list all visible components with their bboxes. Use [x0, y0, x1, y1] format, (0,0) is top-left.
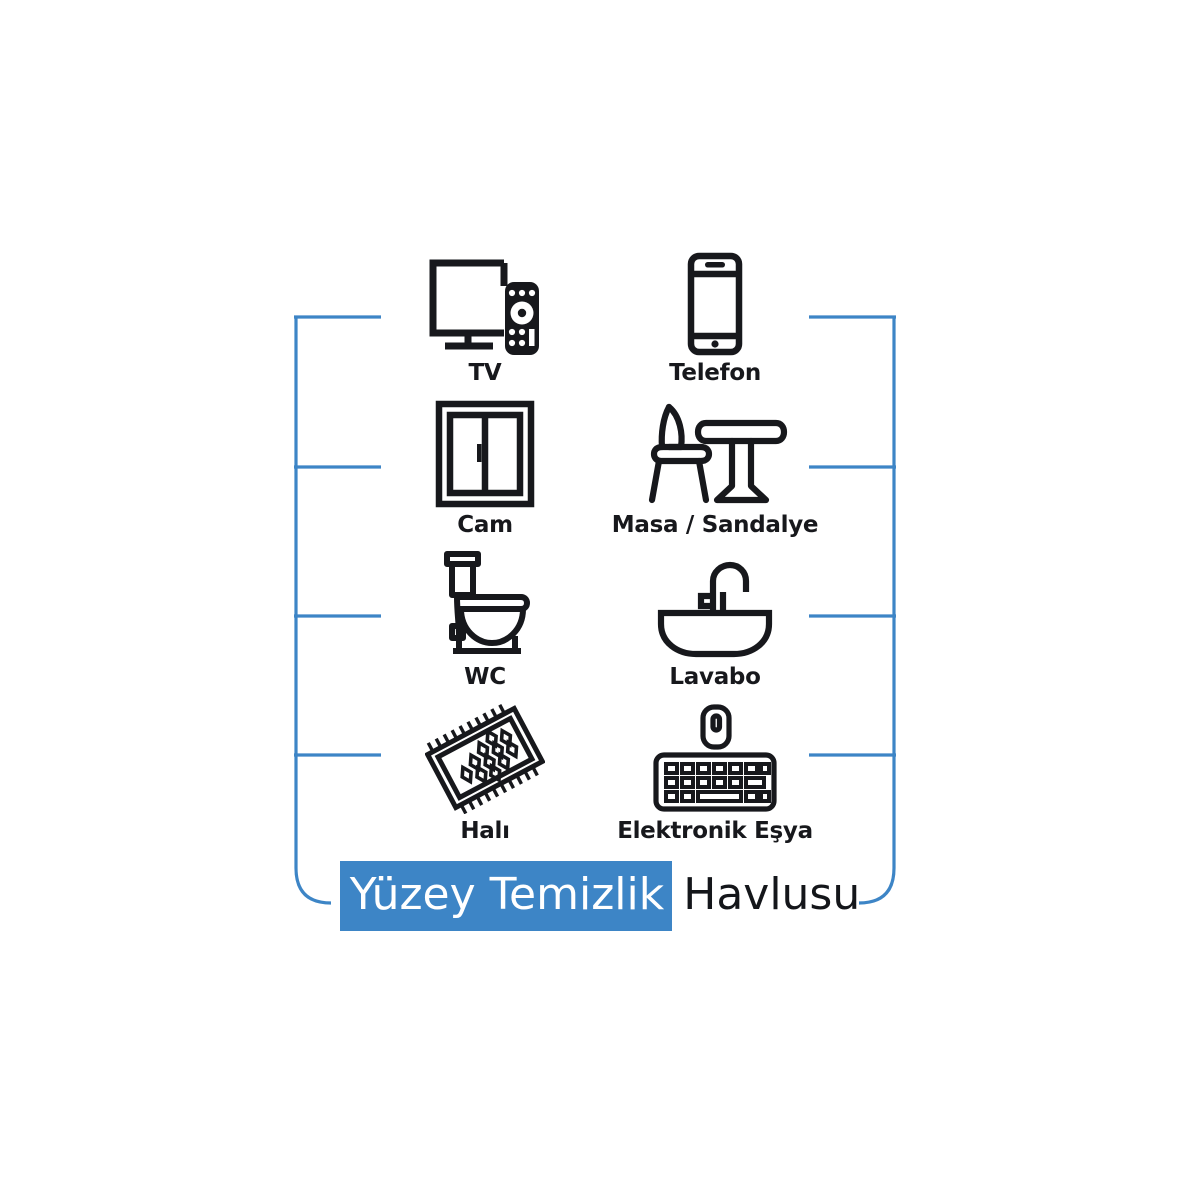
- left-bracket-spine: [294, 317, 332, 905]
- surface-item-label: Cam: [457, 512, 513, 538]
- surface-item-wc: WC: [370, 548, 600, 698]
- product-title-highlight: Yüzey Temizlik: [339, 861, 673, 931]
- product-title-plain: Havlusu: [683, 869, 861, 920]
- surface-item-label: Masa / Sandalye: [611, 512, 819, 538]
- sink-with-faucet-icon: [651, 548, 779, 660]
- remote-control-shape: [505, 282, 539, 355]
- surface-item-window: Cam: [370, 398, 600, 548]
- surface-item-table-chair: Masa / Sandalye: [600, 398, 830, 548]
- surface-item-tv: TV: [370, 248, 600, 398]
- surface-item-label: TV: [468, 360, 502, 386]
- keyboard-and-mouse-icon: [649, 698, 781, 814]
- surface-item-rug: Halı: [370, 698, 600, 848]
- surface-icon-grid: TV Telefon: [370, 248, 830, 848]
- surface-item-label: Telefon: [669, 360, 761, 386]
- table-and-chair-icon: [639, 398, 791, 508]
- toilet-icon: [437, 548, 533, 660]
- surface-item-label: WC: [464, 664, 506, 690]
- surface-item-label: Elektronik Eşya: [617, 818, 813, 844]
- surface-item-label: Halı: [460, 818, 510, 844]
- surface-item-phone: Telefon: [600, 248, 830, 398]
- window-icon: [433, 398, 537, 508]
- television-with-remote-icon: [419, 248, 551, 356]
- surface-item-label: Lavabo: [669, 664, 761, 690]
- left-bracket: [294, 315, 381, 905]
- smartphone-icon: [678, 248, 752, 356]
- rug-icon: [425, 698, 545, 814]
- surface-item-electronics: Elektronik Eşya: [600, 698, 830, 848]
- right-bracket-spine: [858, 317, 896, 905]
- surface-item-sink: Lavabo: [600, 548, 830, 698]
